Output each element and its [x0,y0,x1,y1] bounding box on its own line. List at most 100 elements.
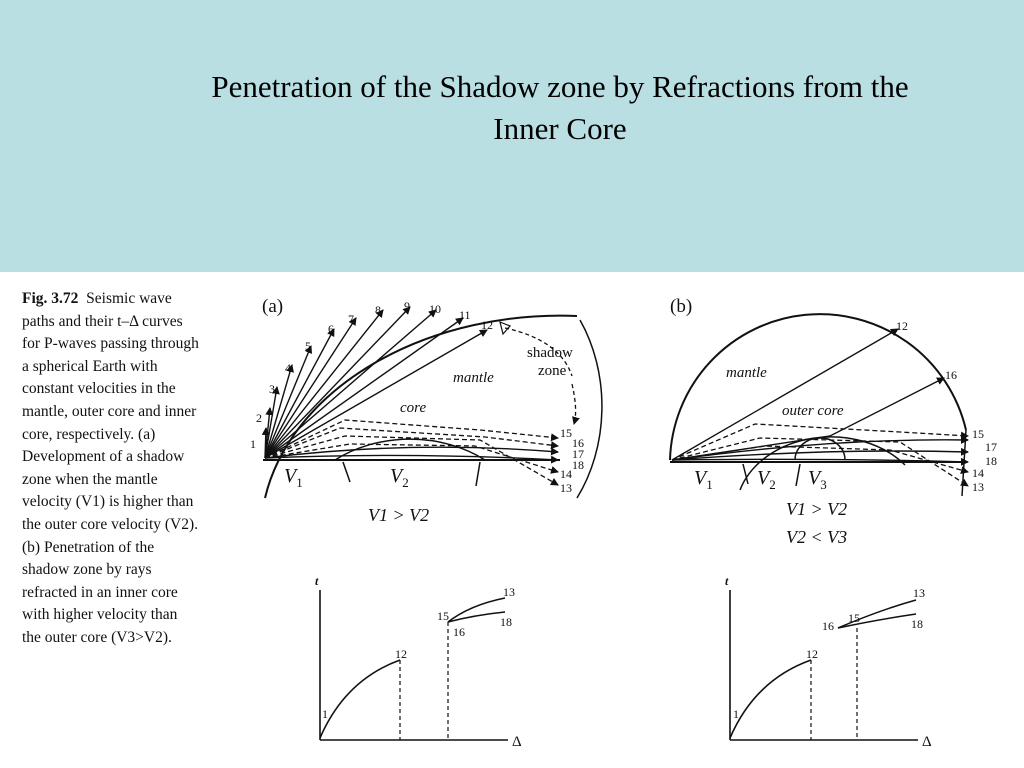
ray-label: 7 [348,312,354,326]
panel-a-ray-diagram: (a) [250,296,603,525]
panel-b-velocity-relation-1: V1 > V2 [786,499,847,519]
ray-label: 16 [945,368,957,382]
v1-label: V1 [284,465,303,490]
caption-line: core, respectively. (a) [22,425,156,443]
ray-14 [264,443,559,474]
graph-label: 12 [395,647,407,661]
ray-7 [264,317,357,459]
graph-label: 13 [913,586,925,600]
ray-8 [264,309,384,459]
ray-label: 6 [328,322,334,336]
panel-a-tick [342,461,351,483]
caption-line: mantle, outer core and inner [22,402,197,420]
graph-a-curve-15-13 [447,597,506,623]
caption-line: for P-waves passing through [22,335,199,353]
ray-label: 1 [250,437,256,451]
v2-label: V2 [757,467,776,492]
graph-label: 1 [322,707,328,721]
ray-label: 3 [269,382,275,396]
ray-label: 8 [375,303,381,317]
slide-title-line-2: Inner Core [493,111,627,146]
ray-label: 2 [256,411,262,425]
graph-b-x-label: Δ [922,734,932,750]
ray-18 [671,457,969,466]
ray-12 [671,328,899,461]
panel-a-earth-surface-lower [576,319,603,499]
ray-17 [264,446,559,459]
graph-b-travel-time: t Δ 1 12 16 15 13 18 [725,574,932,750]
ray-label: 13 [560,481,572,495]
graph-b-y-label: t [725,574,729,588]
ray-label: 4 [285,361,291,375]
graph-a-travel-time: t Δ 1 12 15 16 13 18 [315,574,522,750]
ray-3 [264,386,280,459]
graph-a-curve-16-18 [447,611,506,623]
ray-label: 12 [896,319,908,333]
ray-11 [264,317,464,459]
panel-b-inner-core-boundary [794,437,846,461]
slide-title: Penetration of the Shadow zone by Refrac… [120,66,1000,150]
shadow-zone-label: zone [538,363,567,379]
graph-b-curve-1-12 [729,659,812,739]
mantle-label: mantle [453,370,494,386]
outer-core-label: outer core [782,403,844,419]
caption-line: (b) Penetration of the [22,538,155,556]
ray-label: 5 [305,339,311,353]
ray-12 [264,329,488,459]
panel-b-rays [671,328,969,466]
ray-10 [264,309,437,459]
caption-line: zone when the mantle [22,470,158,488]
ray-14 [671,445,969,474]
graph-label: 16 [453,625,465,639]
panel-a-mantle-rays [261,306,488,459]
ray-4 [264,364,294,459]
caption-line: with higher velocity than [22,606,178,624]
mantle-label: mantle [726,365,767,381]
slide-header [0,0,1024,272]
ray-16 [264,427,559,459]
graph-a-curve-1-12 [319,659,401,739]
shadow-zone-arc [504,327,573,377]
ray-13 [264,435,559,486]
ray-label: 12 [481,318,493,332]
ray-15 [264,419,559,459]
caption-line: shadow zone by rays [22,561,152,579]
graph-label: 12 [806,647,818,661]
panel-a-core-boundary [334,438,486,461]
ray-label: 18 [572,458,584,472]
ray-dashed-a [671,423,969,461]
ray-18 [264,454,559,464]
panel-a-velocity-relation: V1 > V2 [368,505,429,525]
ray-label: 13 [972,480,984,494]
shadow-zone-arc-lower [571,383,580,425]
panel-b-dashed-rays [671,423,969,487]
panel-b-earth-surface [669,313,967,461]
ray-label: 18 [985,454,997,468]
panel-a-label: (a) [262,296,283,317]
panel-b-label: (b) [670,296,692,317]
ray-label: 15 [560,426,572,440]
caption-line: Seismic wave [86,290,172,307]
panel-b-velocity-relation-2: V2 < V3 [786,527,847,547]
panel-b-tick [795,463,801,487]
graph-label: 13 [503,585,515,599]
caption-line: constant velocities in the [22,380,176,398]
caption-line: the outer core (V3>V2). [22,628,172,646]
ray-15 [671,435,969,461]
graph-a-x-label: Δ [512,734,522,750]
panel-a-core-solid-rays [264,446,559,464]
ray-16 [671,377,945,461]
ray-label: 11 [459,308,471,322]
panel-b-ray-diagram: (b) 12 16 15 17 18 14 13 [669,296,997,547]
ray-label: 9 [404,299,410,313]
graph-b-curve-15-13 [837,599,917,629]
caption-line: paths and their t–Δ curves [22,312,183,330]
graph-label: 18 [500,615,512,629]
ray-label: 14 [972,466,984,480]
ray-label: 17 [572,447,584,461]
panel-a-core-rays [264,419,559,486]
graph-label: 15 [437,609,449,623]
ray-9 [264,306,411,459]
shadow-zone-arrowhead [499,321,512,336]
